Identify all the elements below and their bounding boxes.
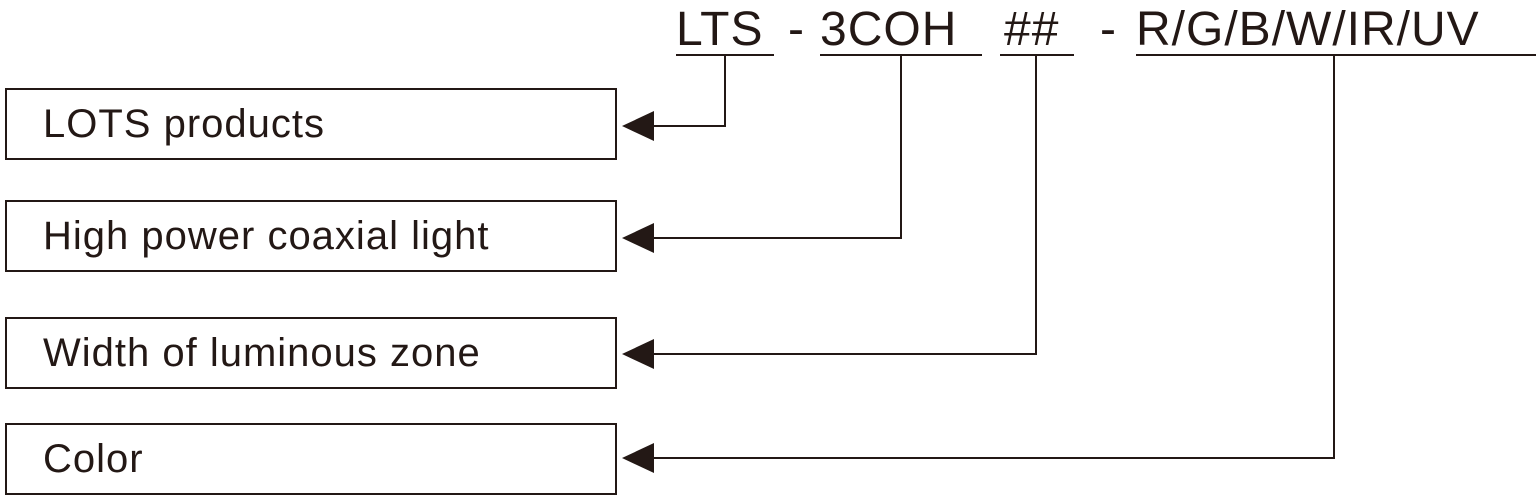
label-box-series: LOTS products — [5, 88, 617, 160]
arrowhead-type — [622, 223, 654, 253]
label-box-color: Color — [5, 423, 617, 495]
code-separator: - — [788, 3, 804, 56]
arrowhead-series — [622, 111, 654, 141]
label-box-width: Width of luminous zone — [5, 317, 617, 389]
code-separator: - — [1100, 3, 1116, 56]
label-color: Color — [43, 436, 144, 481]
leader-line-series — [652, 55, 726, 127]
code-part-series: LTS — [676, 3, 764, 56]
label-width: Width of luminous zone — [43, 330, 481, 375]
leader-line-type — [652, 55, 902, 239]
leader-line-width — [652, 55, 1037, 355]
arrowhead-width — [622, 339, 654, 369]
code-part-type: 3COH — [820, 3, 958, 56]
label-type: High power coaxial light — [43, 213, 490, 258]
label-box-type: High power coaxial light — [5, 200, 617, 272]
code-part-width: ## — [1004, 3, 1060, 56]
code-part-color: R/G/B/W/IR/UV — [1136, 3, 1480, 56]
label-series: LOTS products — [43, 101, 326, 146]
leader-line-color — [652, 55, 1335, 459]
arrowhead-color — [622, 443, 654, 473]
